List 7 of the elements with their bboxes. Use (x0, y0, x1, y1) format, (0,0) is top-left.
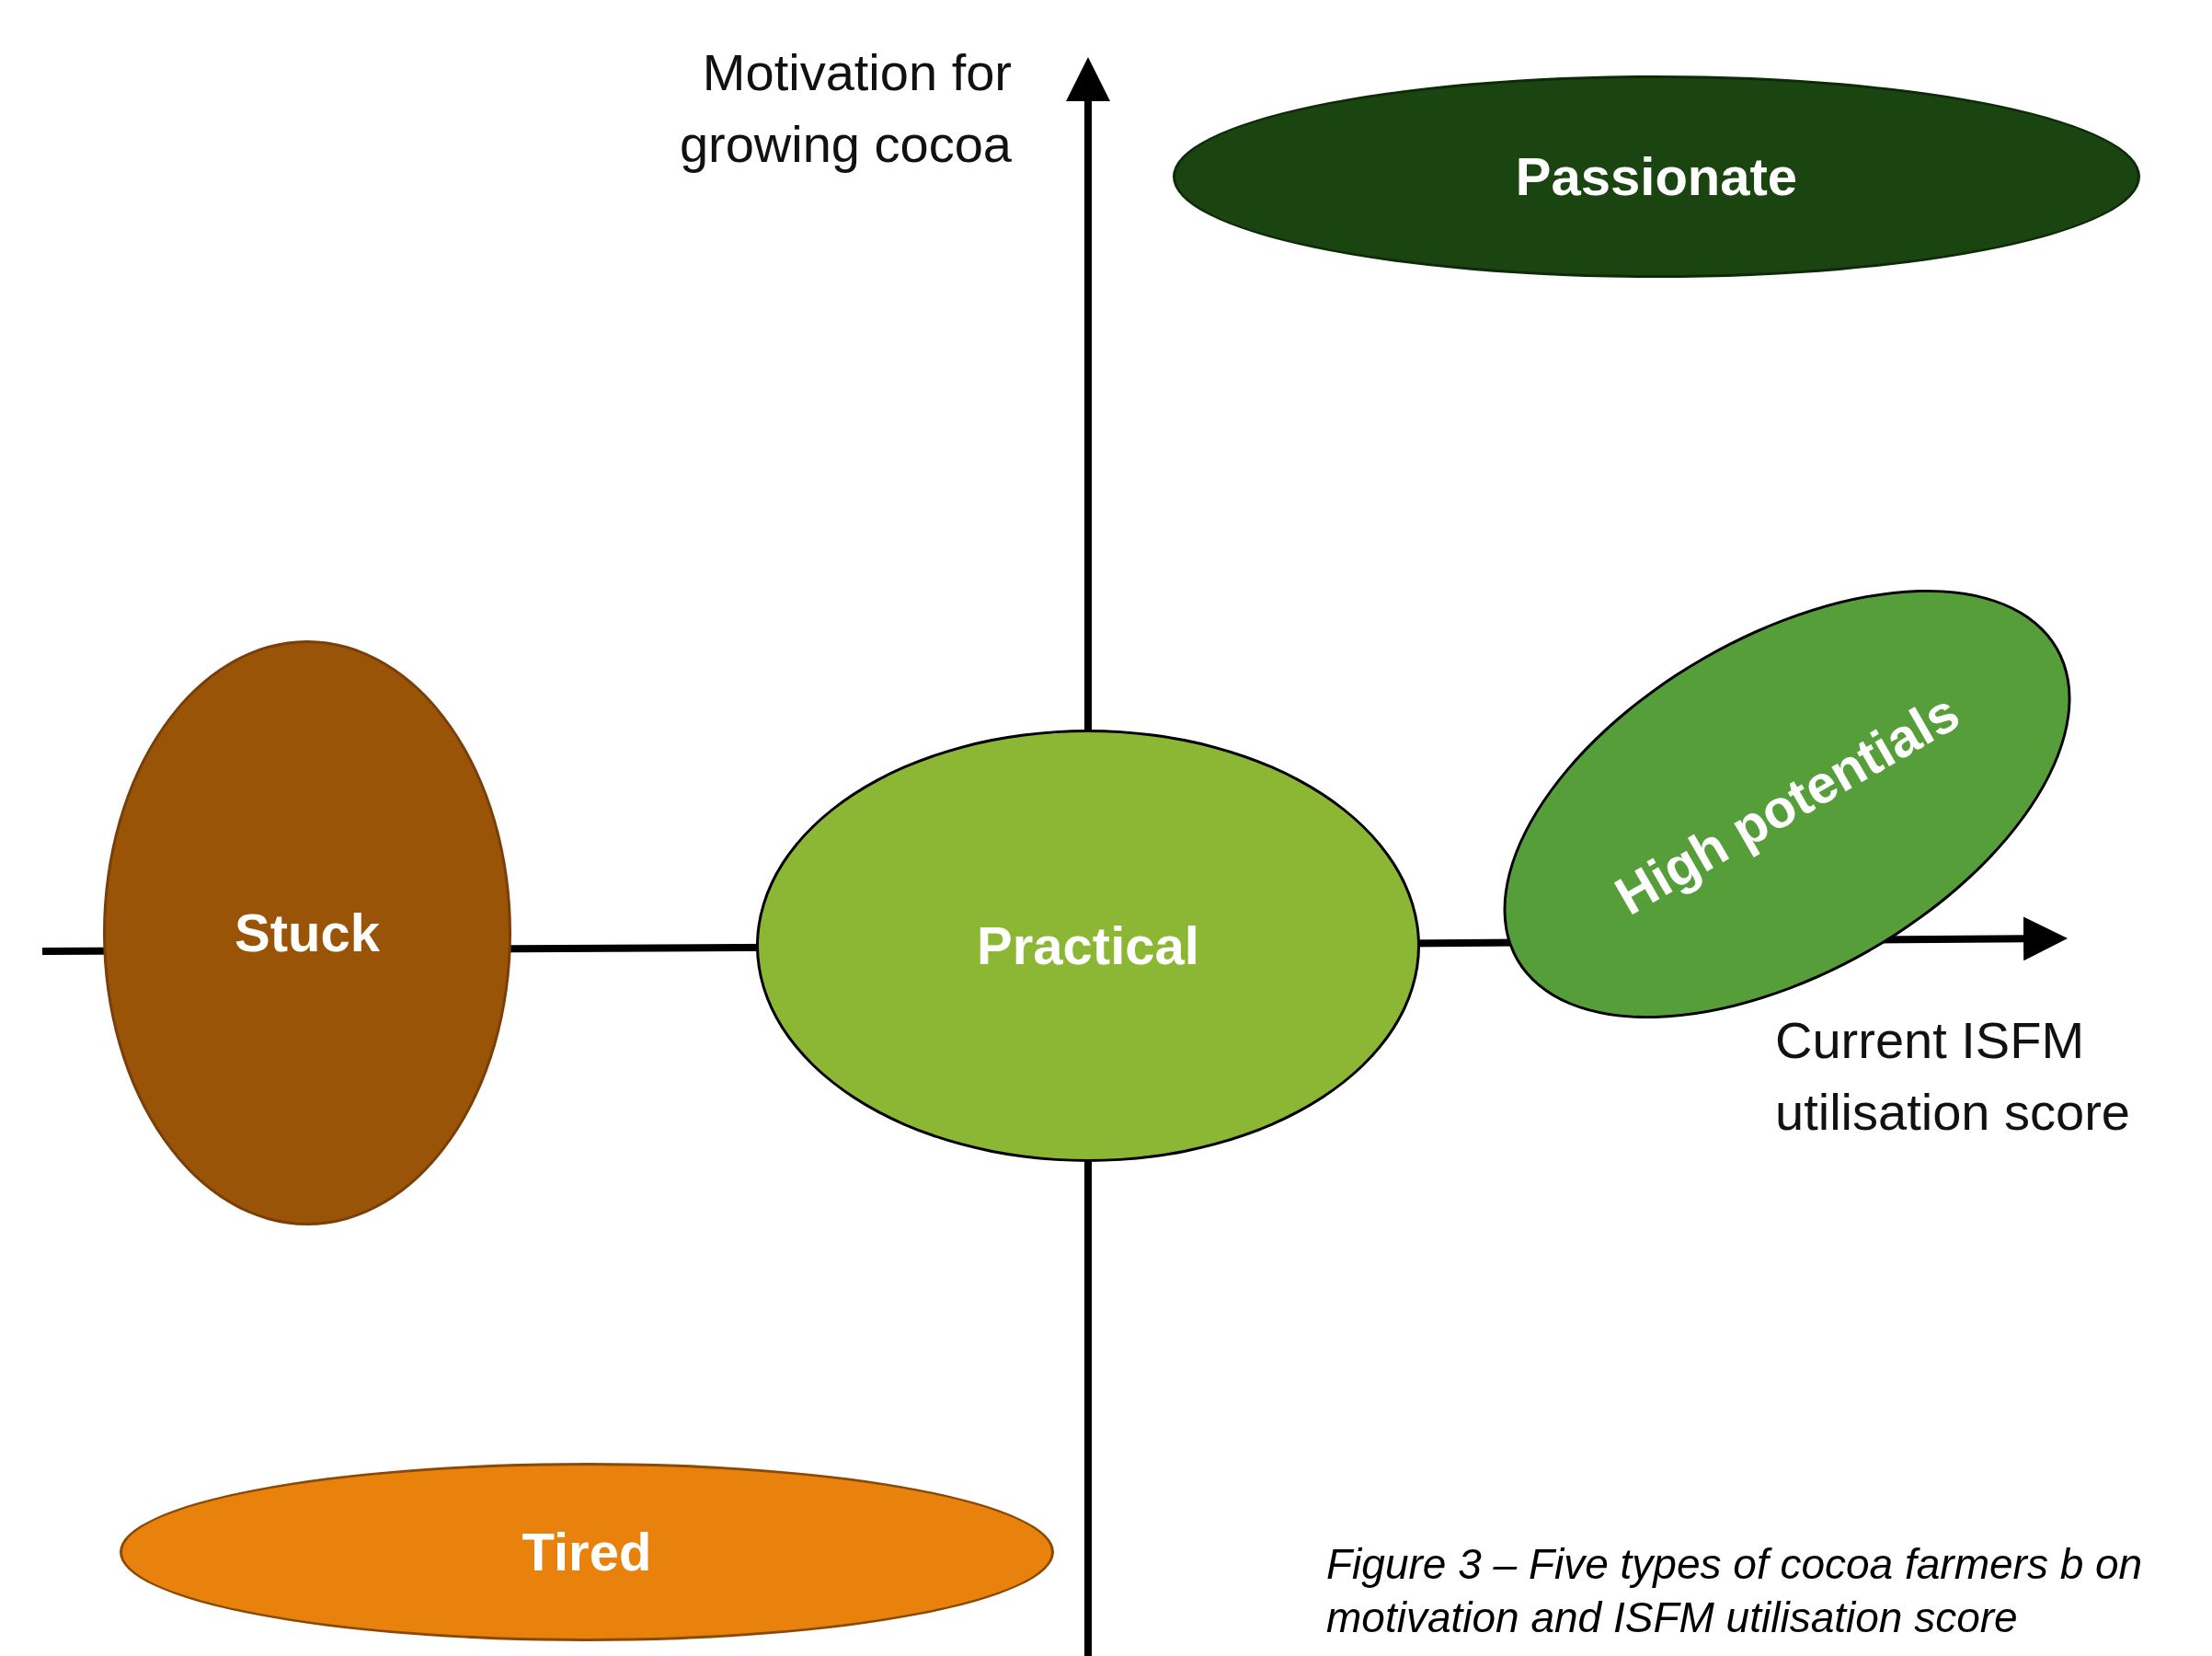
axis-label: Current ISFM utilisation score (1775, 1010, 2131, 1144)
node-label: Tired (521, 1521, 653, 1583)
axis-label: Motivation for growing cocoa (678, 42, 1012, 176)
node-label: Practical (976, 914, 1200, 977)
figure-caption: Figure 3 – Five types of cocoa farmers b on motivation and ISFM utilisation score (1326, 1539, 2144, 1643)
node-label: Passionate (1514, 145, 1799, 208)
node-label: Stuck (234, 902, 381, 964)
